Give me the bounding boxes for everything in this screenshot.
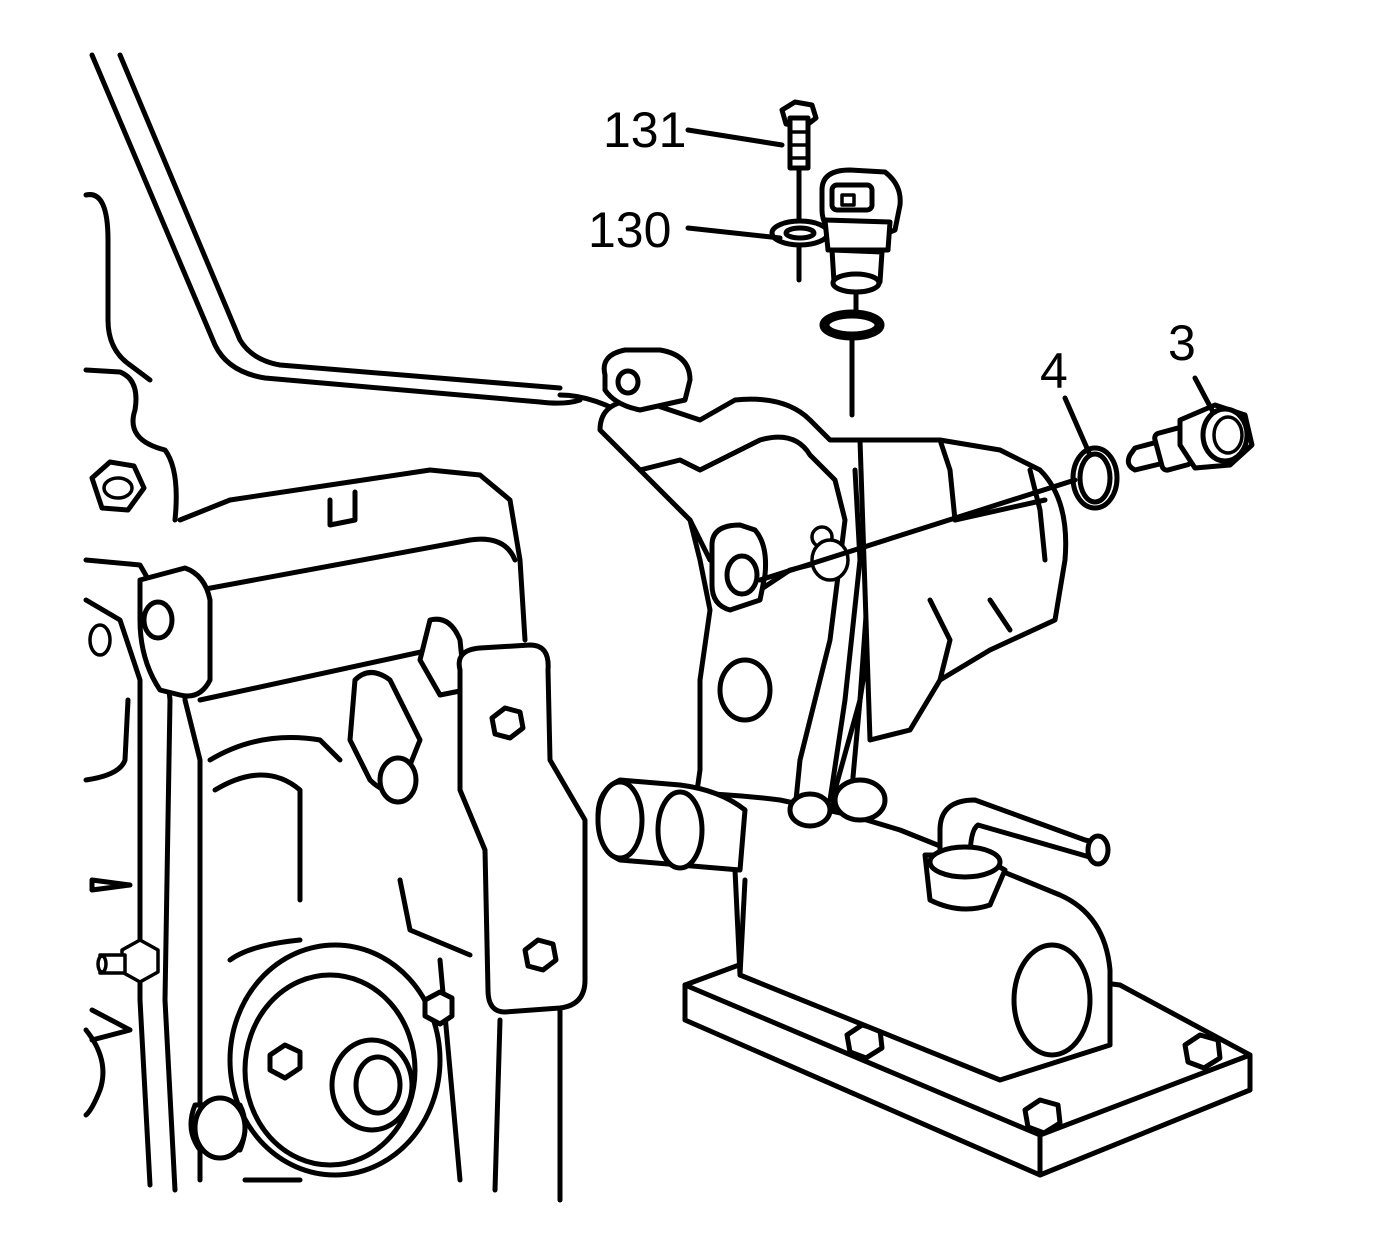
servo-bolts [267,989,455,1081]
leader-131 [685,127,785,148]
plug-3 [1125,402,1255,473]
callout-3-label: 3 [1168,315,1196,371]
flange-lower-boss [717,657,773,723]
leader-3 [1192,375,1216,415]
bracket-bolt-lower [522,937,559,973]
case-lugs [347,616,468,805]
left-bolt-fitting [89,459,147,513]
washer-130 [769,218,831,248]
lower-left-cylinder [188,1095,248,1161]
left-chevron-mark [89,1007,133,1043]
bolt-131 [779,99,819,171]
case-ear-left [88,565,213,699]
flange-boss-hole [709,522,768,613]
left-arrow-mark [89,877,133,893]
callout-130-label: 130 [588,202,671,258]
bracket-bolt-upper [489,705,526,741]
left-stud-fitting [96,938,160,984]
case-lower-bosses [787,777,888,829]
vent-tube [922,797,1111,912]
leader-130 [685,225,783,241]
flange-top-lug [601,347,693,413]
servo-cover [227,937,443,1183]
support-bracket [456,642,588,1015]
manual-shaft [595,777,748,873]
pan-bolts [844,1022,1223,1136]
callout-4-label: 4 [1040,343,1068,399]
callout-leaders [685,127,1216,458]
leader-4 [1062,395,1093,458]
plug-centerline [757,477,1078,583]
speed-sensor [819,167,903,295]
sensor-o-ring [819,309,885,341]
callout-131-label: 131 [603,102,686,158]
plug-o-ring-4 [1070,445,1120,511]
